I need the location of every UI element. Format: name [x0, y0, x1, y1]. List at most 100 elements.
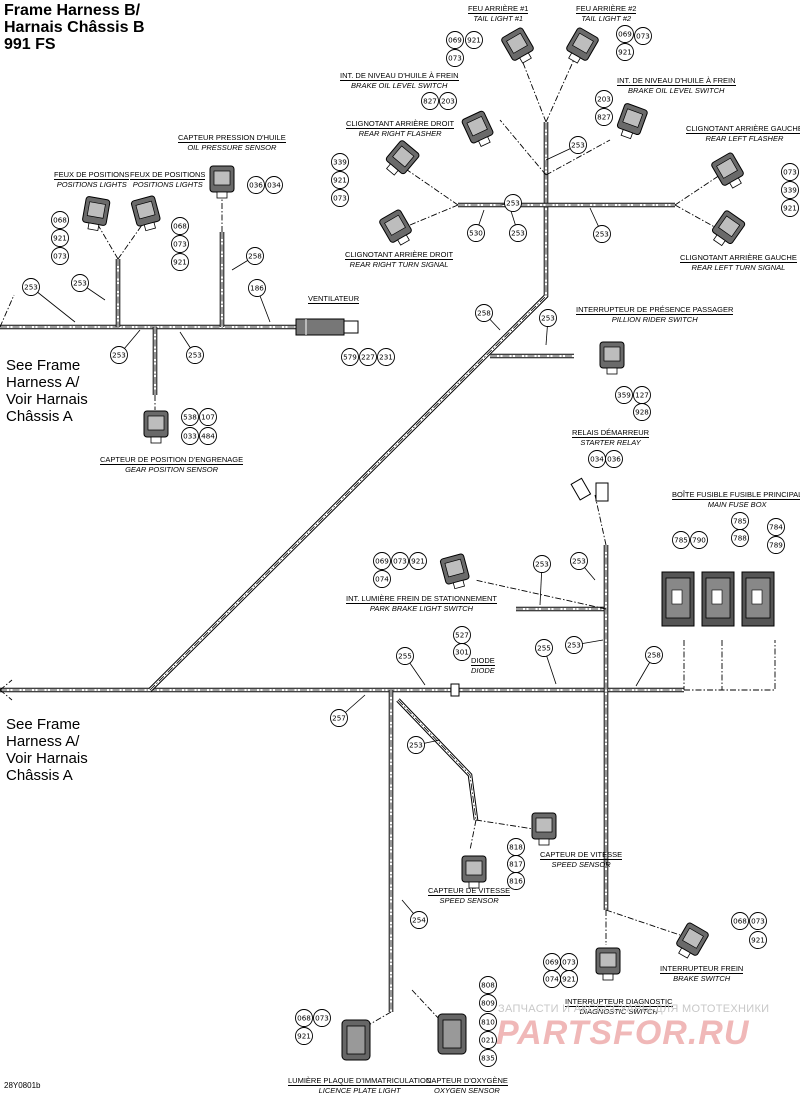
harness-ref: 253: [569, 136, 587, 154]
switch-icon: [599, 341, 625, 375]
pin-number: 069: [446, 31, 464, 49]
svg-text:253: 253: [409, 741, 423, 750]
svg-text:069: 069: [545, 958, 559, 967]
dash-link: [684, 640, 776, 691]
pin-number: 074: [373, 570, 391, 588]
svg-text:073: 073: [448, 54, 462, 63]
dash-link: [469, 819, 477, 851]
switch-icon: [461, 110, 494, 147]
pin-number: 068: [171, 217, 189, 235]
pin-number: 790: [690, 531, 708, 549]
pin-number: 816: [507, 872, 525, 890]
dash-link: [411, 989, 441, 1021]
svg-text:790: 790: [692, 536, 706, 545]
harness-ref: 253: [565, 636, 583, 654]
svg-text:921: 921: [53, 234, 67, 243]
svg-text:921: 921: [562, 975, 576, 984]
diode-icon: [450, 683, 460, 697]
svg-text:186: 186: [250, 284, 264, 293]
flasher-icon: [385, 140, 420, 176]
svg-text:033: 033: [183, 432, 197, 441]
pin-number: 809: [479, 994, 497, 1012]
svg-text:785: 785: [674, 536, 688, 545]
svg-text:921: 921: [411, 557, 425, 566]
svg-text:253: 253: [595, 230, 609, 239]
pin-number: 021: [479, 1031, 497, 1049]
dash-link: [409, 204, 459, 226]
pin-number: 034: [265, 176, 283, 194]
svg-text:921: 921: [297, 1032, 311, 1041]
pin-number: 921: [331, 171, 349, 189]
svg-text:928: 928: [635, 408, 649, 417]
pin-number: 921: [749, 931, 767, 949]
label-fan: VENTILATEUR: [308, 294, 360, 304]
harness-ref: 257: [330, 709, 348, 727]
harness-ref: 253: [570, 552, 588, 570]
dash-link: [474, 579, 607, 610]
pin-number: 069: [373, 552, 391, 570]
svg-text:068: 068: [733, 917, 747, 926]
svg-text:253: 253: [73, 279, 87, 288]
pin-number: 203: [595, 90, 613, 108]
pin-number: 921: [409, 552, 427, 570]
turn-signal-icon: [711, 210, 746, 247]
svg-text:789: 789: [769, 541, 783, 550]
pin-number: 579: [341, 348, 359, 366]
pin-number: 921: [51, 229, 69, 247]
svg-text:127: 127: [635, 391, 649, 400]
pin-number: 817: [507, 855, 525, 873]
sensor-icon: [461, 855, 487, 889]
svg-text:227: 227: [361, 353, 375, 362]
pin-number: 921: [616, 43, 634, 61]
svg-text:021: 021: [481, 1036, 495, 1045]
harness-ref: 253: [407, 736, 425, 754]
svg-text:827: 827: [423, 97, 437, 106]
svg-text:253: 253: [188, 351, 202, 360]
pin-number: 227: [359, 348, 377, 366]
sensor-icon: [143, 410, 169, 444]
pin-number: 928: [633, 403, 651, 421]
svg-text:253: 253: [506, 199, 520, 208]
figure-code: 28Y0801b: [4, 1081, 41, 1090]
svg-text:073: 073: [636, 32, 650, 41]
harness-ref: 253: [509, 224, 527, 242]
svg-text:530: 530: [469, 229, 483, 238]
watermark-tagline: ЗАПЧАСТИ И АКСЕССУАРЫ ДЛЯ МОТОТЕХНИКИ: [498, 1003, 770, 1015]
svg-text:073: 073: [53, 252, 67, 261]
pin-number: 827: [595, 108, 613, 126]
pin-number: 073: [391, 552, 409, 570]
dash-link: [97, 224, 119, 260]
svg-text:258: 258: [248, 252, 262, 261]
harness-wires: [0, 122, 684, 1012]
dash-link: [545, 139, 611, 176]
pin-number: 785: [672, 531, 690, 549]
svg-text:785: 785: [733, 517, 747, 526]
harness-ref: 255: [396, 647, 414, 665]
svg-text:255: 255: [537, 644, 551, 653]
svg-text:074: 074: [545, 975, 559, 984]
dash-link: [117, 224, 143, 260]
harness-run: [396, 698, 479, 821]
connector-icon: [130, 195, 161, 232]
svg-text:034: 034: [267, 181, 281, 190]
svg-text:073: 073: [751, 917, 765, 926]
switch-icon: [616, 103, 648, 140]
svg-text:068: 068: [173, 222, 187, 231]
pin-number: 810: [479, 1013, 497, 1031]
dash-link: [399, 164, 459, 206]
svg-text:817: 817: [509, 860, 523, 869]
svg-text:484: 484: [201, 432, 215, 441]
svg-text:255: 255: [398, 652, 412, 661]
dash-link: [594, 494, 607, 546]
